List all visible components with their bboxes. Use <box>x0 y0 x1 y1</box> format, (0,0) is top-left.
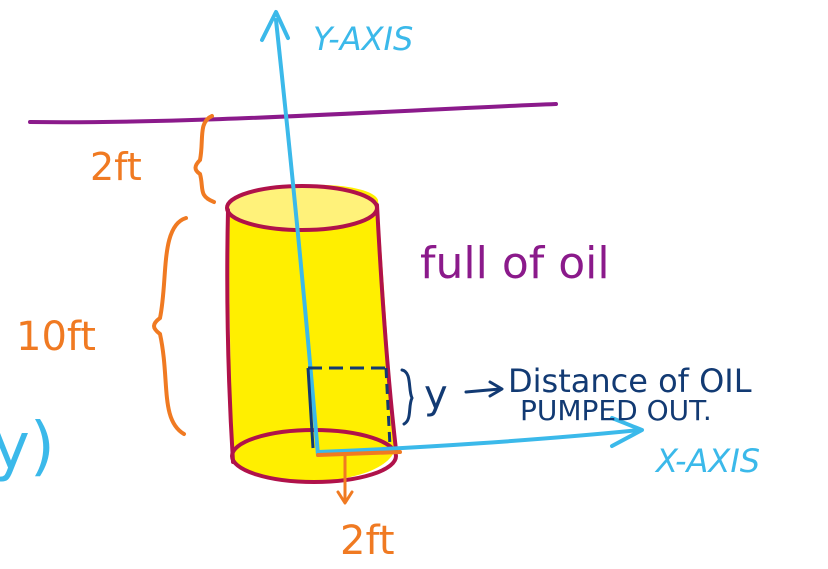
x-axis <box>316 416 644 454</box>
radius-label: 2ft <box>340 518 395 564</box>
y-brace <box>400 368 414 426</box>
y-arrow <box>464 380 504 398</box>
x-axis-label: X-AXIS <box>654 442 760 480</box>
ground-line <box>28 102 558 125</box>
tank-left-wall <box>225 208 235 464</box>
distance-label-line2: PUMPED OUT. <box>520 394 712 427</box>
oil-tank <box>225 184 398 484</box>
tank-right-wall <box>375 203 398 452</box>
height-label: 10ft <box>16 314 96 360</box>
tank-top-ellipse <box>225 184 379 232</box>
height-brace <box>152 216 188 436</box>
tank-oil-fill <box>228 184 395 482</box>
top-gap-brace <box>193 114 216 204</box>
partial-left-label: y) <box>0 410 55 484</box>
radius-marker <box>316 450 402 505</box>
distance-label-line1: Distance of OIL <box>508 362 752 400</box>
y-axis-label: Y-AXIS <box>313 20 413 58</box>
y-variable-label: y <box>424 372 448 418</box>
y-axis <box>260 10 320 457</box>
contents-label: full of oil <box>420 238 610 289</box>
y-distance-box <box>306 366 392 449</box>
top-gap-label: 2ft <box>90 145 142 189</box>
